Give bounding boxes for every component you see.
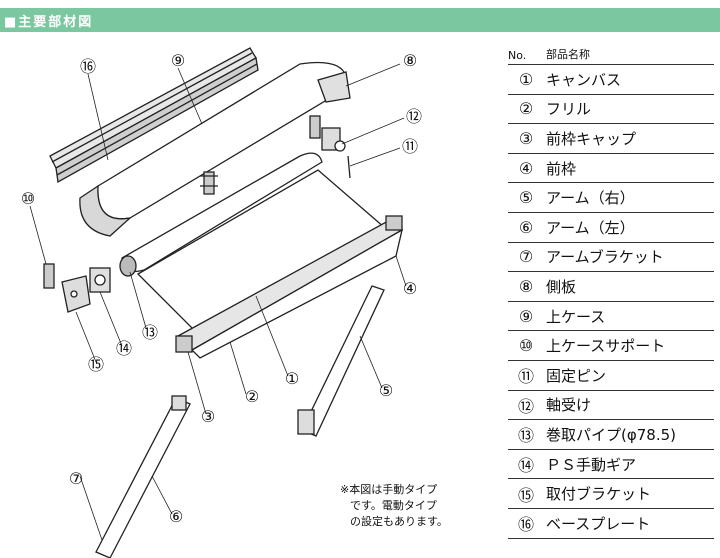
part-number: ⑭ xyxy=(517,456,534,476)
callout-13: ⑬ xyxy=(142,323,158,342)
part-name: 軸受け xyxy=(546,396,592,415)
part-name: アームブラケット xyxy=(546,248,664,267)
part-name: ＰＳ手動ギア xyxy=(546,455,637,474)
callout-15: ⑮ xyxy=(88,355,104,374)
part-number: ① xyxy=(518,69,534,89)
table-row: ⑦ アームブラケット xyxy=(508,243,714,273)
arm-right-part xyxy=(297,285,385,437)
section-header: ■主要部材図 xyxy=(0,8,720,32)
upper-case-part xyxy=(79,61,347,237)
callout-14: ⑭ xyxy=(116,339,132,358)
part-name: ベースプレート xyxy=(546,514,651,533)
note-text: ※本図は手動タイプ です。電動タイプ の設定もあります。 xyxy=(340,482,448,530)
bearing-part xyxy=(309,115,346,152)
callout-7: ⑦ xyxy=(69,469,83,488)
part-name: 上ケース xyxy=(546,307,606,326)
part-number: ③ xyxy=(518,128,534,148)
col-name-header: 部品名称 xyxy=(546,48,590,61)
front-cap-right xyxy=(385,215,403,231)
callout-8: ⑧ xyxy=(403,51,417,70)
table-row: ⑩ 上ケースサポート xyxy=(508,331,714,361)
callout-11: ⑪ xyxy=(402,137,418,156)
callout-12: ⑫ xyxy=(406,107,422,126)
front-cap-left xyxy=(175,335,193,353)
part-number: ② xyxy=(518,99,534,119)
part-name: フリル xyxy=(546,100,592,119)
table-row: ⑮ 取付ブラケット xyxy=(508,479,714,509)
part-number: ⑯ xyxy=(517,515,534,535)
table-row: ⑪ 固定ピン xyxy=(508,361,714,391)
part-number: ⑥ xyxy=(518,217,534,237)
table-row: ⑯ ベースプレート xyxy=(508,509,714,539)
note-line: の設定もあります。 xyxy=(350,515,448,528)
note-line: です。電動タイプ xyxy=(350,499,437,512)
callout-4: ④ xyxy=(403,279,417,298)
side-plate-part xyxy=(317,71,351,103)
callout-9: ⑨ xyxy=(171,51,185,70)
table-row: ② フリル xyxy=(508,95,714,125)
table-row: ⑫ 軸受け xyxy=(508,391,714,421)
callout-10: ⑩ xyxy=(21,189,35,208)
part-number: ⑨ xyxy=(518,306,534,326)
ps-gear-part xyxy=(89,267,111,293)
part-name: 固定ピン xyxy=(546,366,607,385)
table-row: ⑬ 巻取パイプ(φ78.5) xyxy=(508,420,714,450)
left-case-support xyxy=(43,263,55,289)
col-no-header: No. xyxy=(508,49,527,62)
part-name: 前枠キャップ xyxy=(546,129,637,148)
part-name: 側板 xyxy=(546,277,577,296)
callout-16: ⑯ xyxy=(80,57,96,76)
table-row: ⑭ ＰＳ手動ギア xyxy=(508,450,714,480)
table-row: ⑨ 上ケース xyxy=(508,302,714,332)
roll-tube-part xyxy=(119,152,323,277)
callout-1: ① xyxy=(285,369,299,388)
table-row: ① キャンバス xyxy=(508,65,714,95)
part-number: ⑬ xyxy=(517,426,534,446)
callout-2: ② xyxy=(245,387,259,406)
part-name: 取付ブラケット xyxy=(546,485,652,504)
part-name: 前枠 xyxy=(546,159,577,178)
part-number: ⑧ xyxy=(518,276,534,296)
exploded-diagram: ⑯ ⑨ ⑧ ⑫ ⑪ ⑩ ④ ⑬ ⑭ ⑮ ① ② ③ ⑤ ⑦ ⑥ xyxy=(21,47,422,558)
part-number: ⑤ xyxy=(518,188,534,208)
table-row: ⑤ アーム（右） xyxy=(508,183,714,213)
table-row: ③ 前枠キャップ xyxy=(508,124,714,154)
part-name: アーム（右） xyxy=(546,189,635,208)
parts-table: No. 部品名称 ① キャンバス ② フリル ③ 前枠キャップ ④ 前枠 ⑤ アーム（右） ⑥ アーム… xyxy=(508,36,714,539)
part-name: アーム（左） xyxy=(546,218,635,237)
part-number: ⑫ xyxy=(517,396,534,416)
table-row: ④ 前枠 xyxy=(508,154,714,184)
callout-6: ⑥ xyxy=(169,507,183,526)
part-name: 上ケースサポート xyxy=(546,337,666,356)
mount-bracket-part xyxy=(61,275,91,313)
table-header: No. 部品名称 xyxy=(508,36,714,65)
arm-left-part xyxy=(95,395,191,558)
part-name: キャンバス xyxy=(546,70,622,89)
base-plate-part xyxy=(49,47,259,184)
fixing-pin-part xyxy=(347,155,351,179)
callout-5: ⑤ xyxy=(379,381,393,400)
part-number: ⑩ xyxy=(518,336,534,356)
table-row: ⑥ アーム（左） xyxy=(508,213,714,243)
part-number: ⑮ xyxy=(517,485,534,505)
case-support-bracket xyxy=(200,171,218,195)
callout-3: ③ xyxy=(201,407,215,426)
part-number: ④ xyxy=(518,158,534,178)
note-line: ※本図は手動タイプ xyxy=(340,483,438,496)
section-title: ■主要部材図 xyxy=(4,14,94,30)
table-row: ⑧ 側板 xyxy=(508,272,714,302)
part-number: ⑪ xyxy=(517,367,534,387)
part-name: 巻取パイプ(φ78.5) xyxy=(546,425,676,444)
part-number: ⑦ xyxy=(518,247,534,267)
